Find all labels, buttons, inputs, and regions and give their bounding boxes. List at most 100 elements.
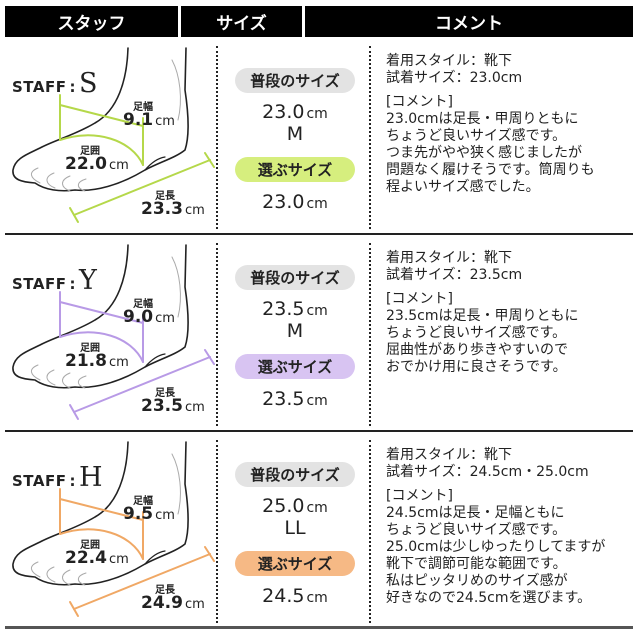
comment-line: つま先がやや狭く感じましたが (386, 145, 582, 161)
usual-size-letter: LL (284, 517, 306, 539)
comment-line: 23.5cmは足長・甲周りともに (386, 308, 579, 324)
comment-title: [コメント] (386, 94, 453, 110)
usual-size-letter: M (286, 320, 304, 342)
tried-size: 試着サイズ：23.0cm (386, 70, 523, 86)
foot-illustration-icon (12, 441, 215, 617)
dotted-divider (216, 243, 218, 426)
staff-initial: H (78, 462, 104, 493)
foot-width-label: 足幅 (133, 496, 153, 507)
row-divider (5, 233, 633, 235)
dotted-divider (216, 440, 218, 623)
staff-initial: Y (78, 265, 98, 296)
comment-line: 好きなので24.5cmを選びます。 (386, 590, 592, 606)
tried-size: 試着サイズ：24.5cm・25.0cm (386, 464, 589, 480)
foot-girth-label: 足囲 (80, 540, 100, 551)
comment-title: [コメント] (386, 488, 453, 504)
comment-line: ちょうど良いサイズ感です。 (386, 128, 567, 144)
dotted-divider (369, 46, 371, 229)
staff-name: STAFF : S (12, 68, 98, 99)
chosen-size-badge: 選ぶサイズ (235, 354, 355, 379)
foot-width-label: 足幅 (133, 102, 153, 113)
foot-illustration-icon (12, 244, 215, 420)
wearing-style: 着用スタイル：靴下 (386, 447, 512, 463)
comment-line: ちょうど良いサイズ感です。 (386, 325, 567, 341)
wearing-style: 着用スタイル：靴下 (386, 250, 512, 266)
foot-length-label: 足長 (155, 191, 175, 202)
usual-size-badge: 普段のサイズ (235, 68, 355, 93)
dotted-divider (216, 46, 218, 229)
comment-title: [コメント] (386, 291, 453, 307)
staff-prefix: STAFF (12, 78, 67, 96)
foot-illustration-icon (12, 47, 215, 223)
staff-colon: : (69, 472, 76, 490)
usual-size-letter: M (286, 123, 304, 145)
row-divider (5, 430, 633, 432)
staff-name: STAFF : H (12, 462, 103, 493)
comment-column: 着用スタイル：靴下 試着サイズ：24.5cm・25.0cm [コメント] 24.… (386, 447, 638, 607)
row-divider (5, 626, 633, 629)
comment-line: 23.0cmは足長・甲周りともに (386, 111, 579, 127)
comment-column: 着用スタイル：靴下 試着サイズ：23.5cm [コメント] 23.5cmは足長・… (386, 250, 638, 376)
comment-line: 25.0cmは少しゆったりしてますが (386, 539, 606, 555)
usual-size-badge: 普段のサイズ (235, 462, 355, 487)
comment-body: 23.5cmは足長・甲周りともにちょうど良いサイズ感です。屈曲性があり歩きやすい… (386, 308, 638, 376)
comment-line: ちょうど良いサイズ感です。 (386, 522, 567, 538)
foot-length-label: 足長 (155, 388, 175, 399)
comment-line: 24.5cmは足長・足幅ともに (386, 505, 565, 521)
comment-line: おでかけ用に良さそうです。 (386, 359, 567, 375)
comment-line: 程よいサイズ感でした。 (386, 179, 540, 195)
foot-girth-label: 足囲 (80, 146, 100, 157)
staff-prefix: STAFF (12, 275, 67, 293)
comment-line: 問題なく履けそうです。筒周りも (386, 162, 595, 178)
header-comment: コメント (305, 6, 633, 37)
usual-size-badge: 普段のサイズ (235, 265, 355, 290)
comment-body: 24.5cmは足長・足幅ともにちょうど良いサイズ感です。25.0cmは少しゆった… (386, 505, 638, 607)
wearing-style: 着用スタイル：靴下 (386, 53, 512, 69)
staff-colon: : (69, 78, 76, 96)
header-size: サイズ (181, 6, 302, 37)
foot-girth-label: 足囲 (80, 343, 100, 354)
dotted-divider (369, 440, 371, 623)
staff-initial: S (78, 68, 98, 99)
comment-line: 靴下で調節可能な範囲です。 (386, 556, 567, 572)
tried-size: 試着サイズ：23.5cm (386, 267, 523, 283)
staff-name: STAFF : Y (12, 265, 97, 296)
foot-width-label: 足幅 (133, 299, 153, 310)
staff-colon: : (69, 275, 76, 293)
staff-prefix: STAFF (12, 472, 67, 490)
comment-column: 着用スタイル：靴下 試着サイズ：23.0cm [コメント] 23.0cmは足長・… (386, 53, 638, 196)
table-header: スタッフ サイズ コメント (5, 6, 633, 37)
chosen-size-badge: 選ぶサイズ (235, 551, 355, 576)
header-staff: スタッフ (5, 6, 178, 37)
comment-body: 23.0cmは足長・甲周りともにちょうど良いサイズ感です。つま先がやや狭く感じま… (386, 111, 638, 196)
dotted-divider (369, 243, 371, 426)
comment-line: 私はピッタリめのサイズ感が (386, 573, 568, 589)
chosen-size-badge: 選ぶサイズ (235, 157, 355, 182)
foot-length-label: 足長 (155, 585, 175, 596)
comment-line: 屈曲性があり歩きやすいので (386, 342, 568, 358)
